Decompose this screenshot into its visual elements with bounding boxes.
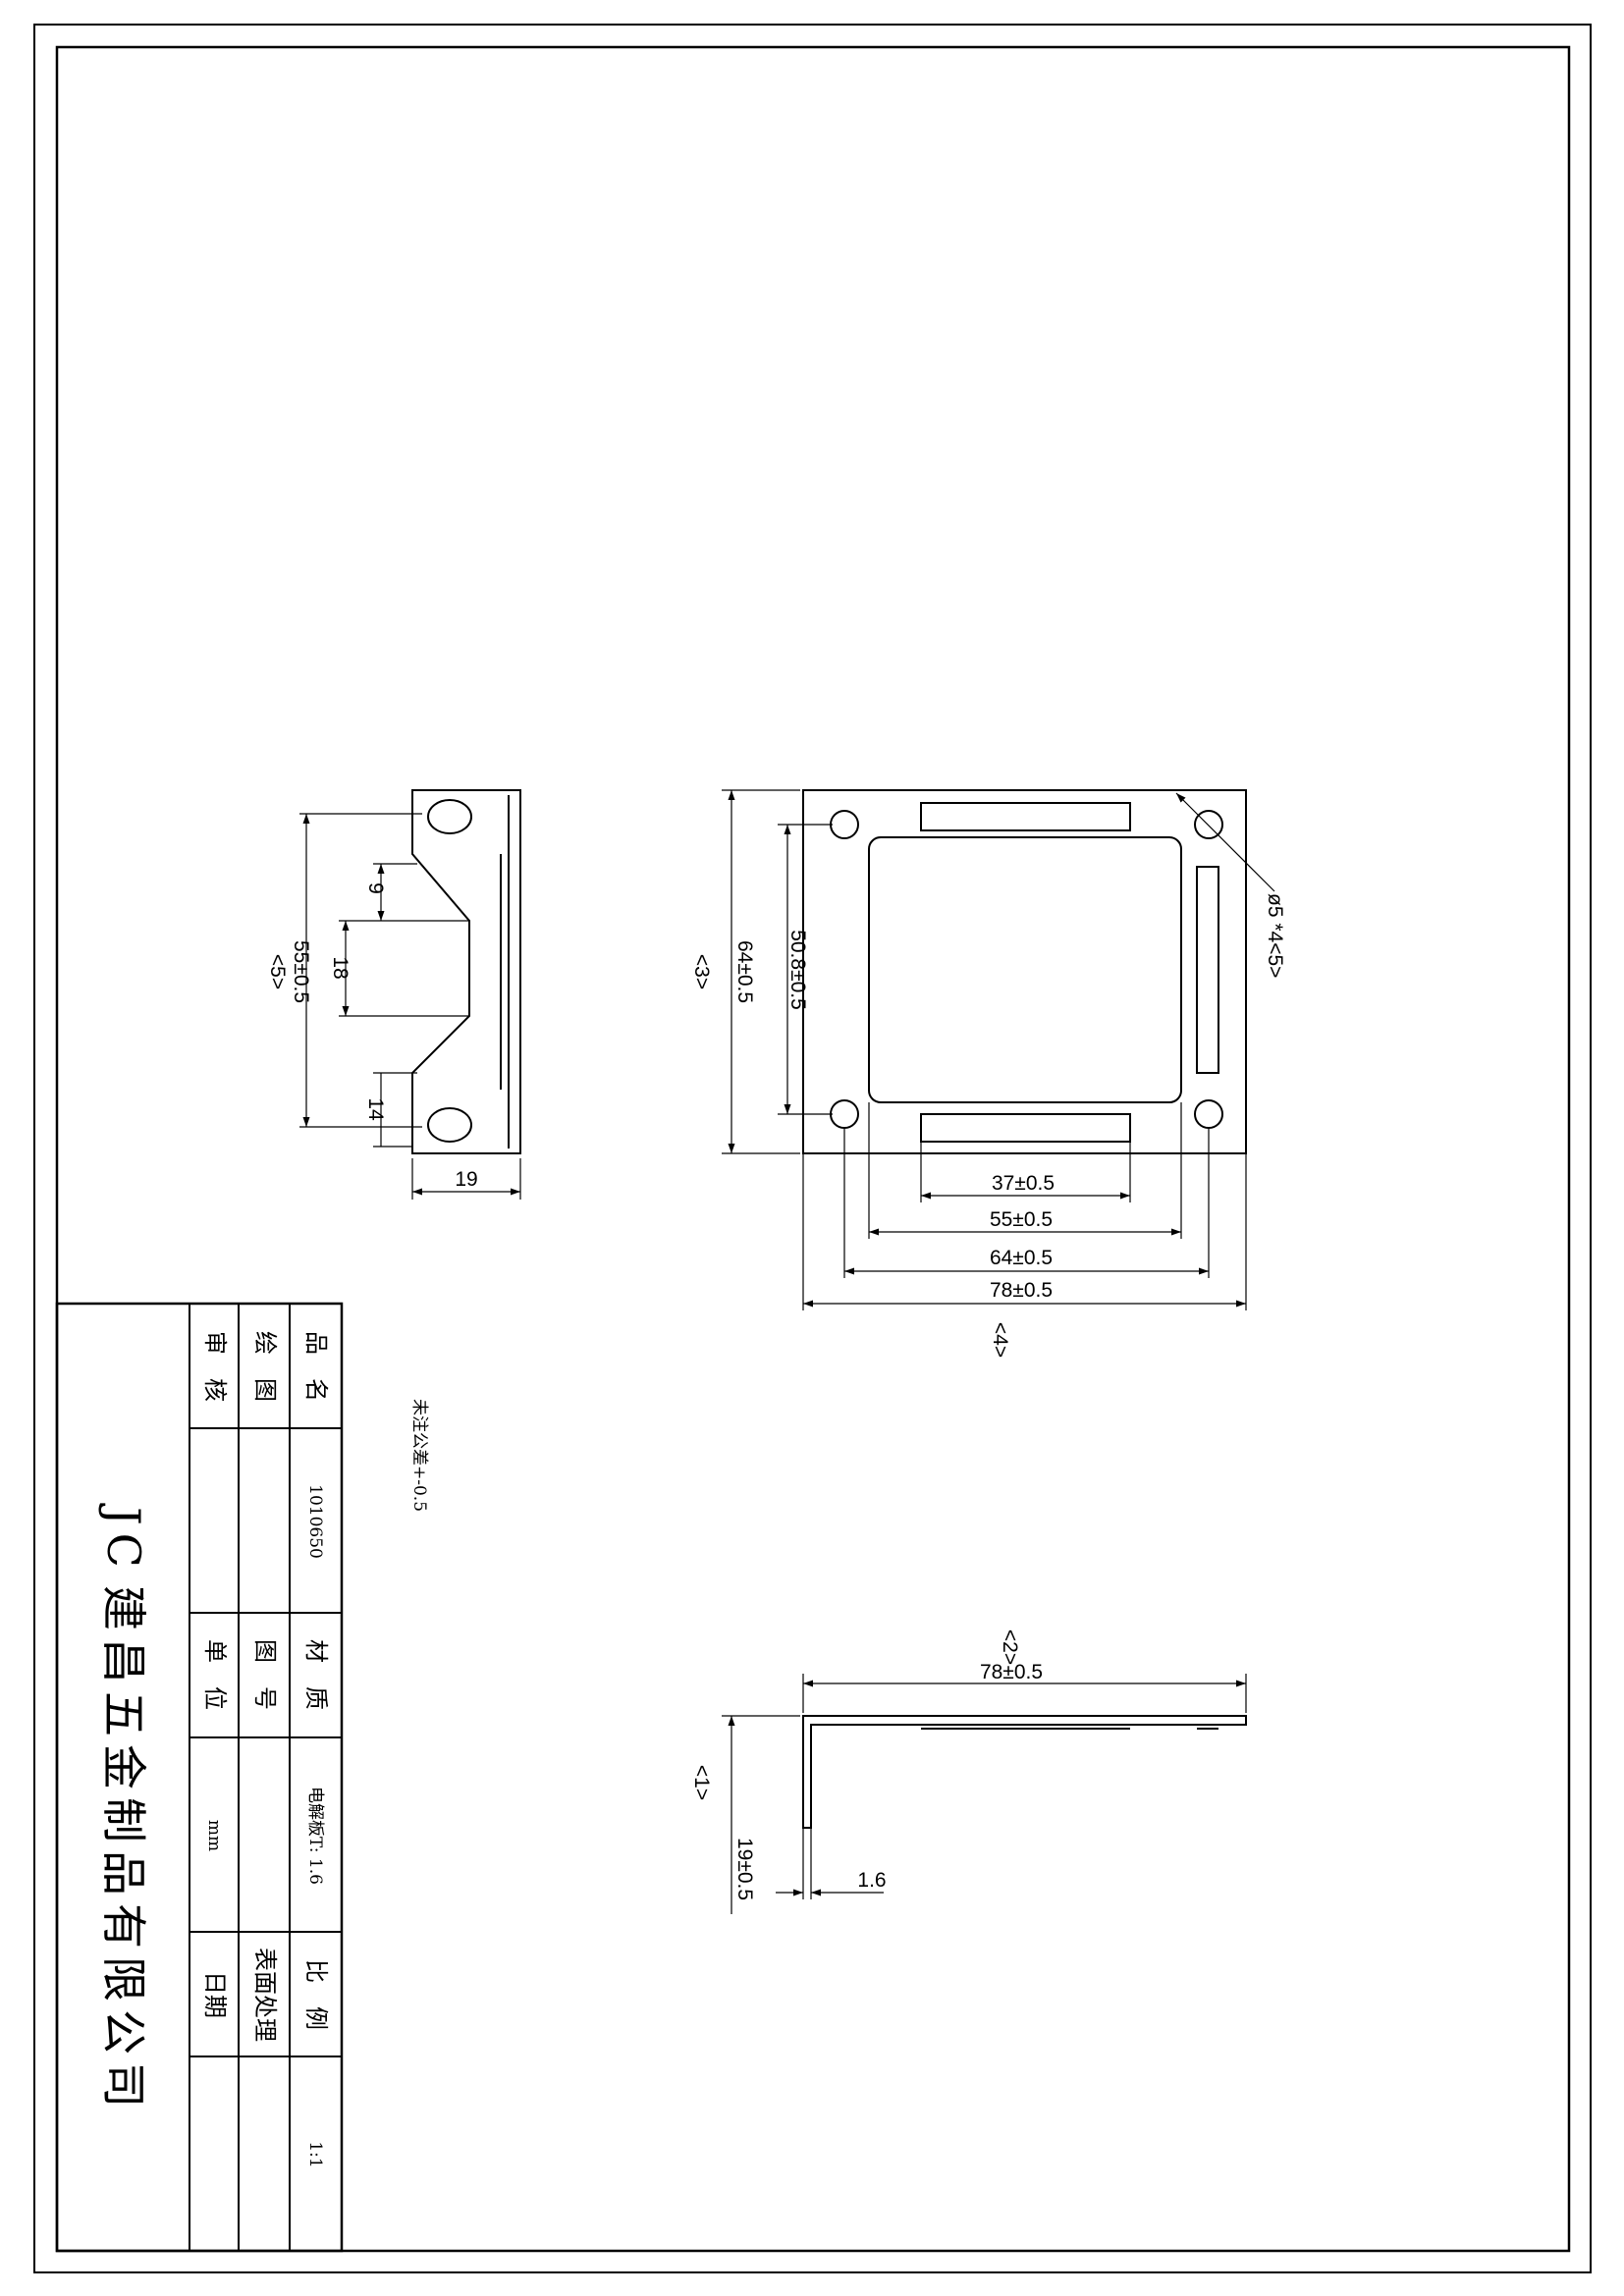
top-dim-hole: ø5 *4<5> — [1264, 893, 1286, 978]
label-checked-by: 审 核 — [201, 1331, 229, 1402]
label-surface: 表面处理 — [251, 1948, 279, 2042]
label-unit: 单 位 — [201, 1639, 229, 1710]
side-view: 19 <5> 55±0.5 9 18 14 — [266, 789, 521, 1200]
label-drawn-by: 绘 图 — [251, 1331, 279, 1402]
top-dim-height-ref: <3> — [690, 954, 713, 989]
company-name: 建昌五金制品有限公司 — [97, 1585, 150, 2115]
top-view-outline — [802, 789, 1247, 1154]
side-dim-top: 9 — [364, 882, 387, 894]
side-view-outline — [411, 789, 521, 1154]
side-dim-mid: 18 — [329, 956, 352, 979]
front-view: 78±0.5 <2> <1> 19±0.5 1.6 — [690, 1629, 1247, 1914]
top-dim-slot: 37±0.5 — [992, 1172, 1055, 1195]
front-dim-height: 19±0.5 — [733, 1838, 756, 1900]
label-drawing-no: 图 号 — [251, 1639, 279, 1710]
hole-top-right — [1194, 810, 1223, 839]
value-product-name: 1010650 — [305, 1484, 325, 1559]
hole-leader — [1175, 792, 1275, 892]
side-dim-overall-ref: <5> — [266, 954, 289, 989]
top-dim-height-outer: 64±0.5 — [733, 940, 756, 1003]
top-dim-height-inner: 50.8±0.5 — [786, 930, 809, 1010]
front-view-profile — [802, 1715, 1247, 1829]
slot-bottom — [920, 1113, 1131, 1143]
inner-border — [55, 45, 1571, 2253]
side-view-slot-top — [427, 799, 472, 834]
tolerance-note: 未注公差+-0.5 — [409, 1399, 429, 1512]
value-material: 电解板T: 1.6 — [305, 1787, 325, 1885]
side-dim-overall: 55±0.5 — [290, 940, 312, 1003]
label-scale: 比 例 — [302, 1959, 330, 2030]
label-product-name: 品 名 — [302, 1331, 330, 1402]
value-scale: 1:1 — [305, 2141, 325, 2167]
side-dim-bottom: 14 — [364, 1097, 387, 1121]
title-block-frame — [55, 1302, 344, 2253]
hole-top-left — [830, 810, 859, 839]
front-dim-thickness: 1.6 — [857, 1869, 886, 1892]
outer-border — [33, 24, 1592, 2273]
front-dim-height-ref: <1> — [690, 1765, 713, 1800]
slot-right — [1196, 866, 1219, 1074]
top-view: ø5 *4<5> <3> 64±0.5 50.8±0.5 37±0.5 55±0… — [690, 789, 1286, 1358]
front-dim-length-ref: <2> — [999, 1629, 1021, 1665]
side-dim-width: 19 — [455, 1168, 477, 1191]
company-prefix: JC — [97, 1503, 150, 1575]
top-dim-overall-ref: <4> — [989, 1322, 1011, 1358]
hole-bottom-left — [830, 1099, 859, 1129]
side-view-slot-bottom — [427, 1107, 472, 1143]
top-view-window — [868, 836, 1182, 1103]
hole-bottom-right — [1194, 1099, 1223, 1129]
top-dim-window: 55±0.5 — [990, 1208, 1053, 1231]
front-dim-length: 78±0.5 — [980, 1661, 1043, 1683]
top-dim-holes: 64±0.5 — [990, 1247, 1053, 1269]
label-date: 日期 — [201, 1971, 229, 2018]
value-unit: mm — [204, 1820, 224, 1851]
top-dim-overall: 78±0.5 — [990, 1279, 1053, 1302]
slot-top — [920, 802, 1131, 831]
title-block: 品 名 材 质 比 例 1010650 电解板T: 1.6 1:1 绘 图 图 … — [55, 1302, 344, 2253]
label-material: 材 质 — [302, 1639, 330, 1710]
